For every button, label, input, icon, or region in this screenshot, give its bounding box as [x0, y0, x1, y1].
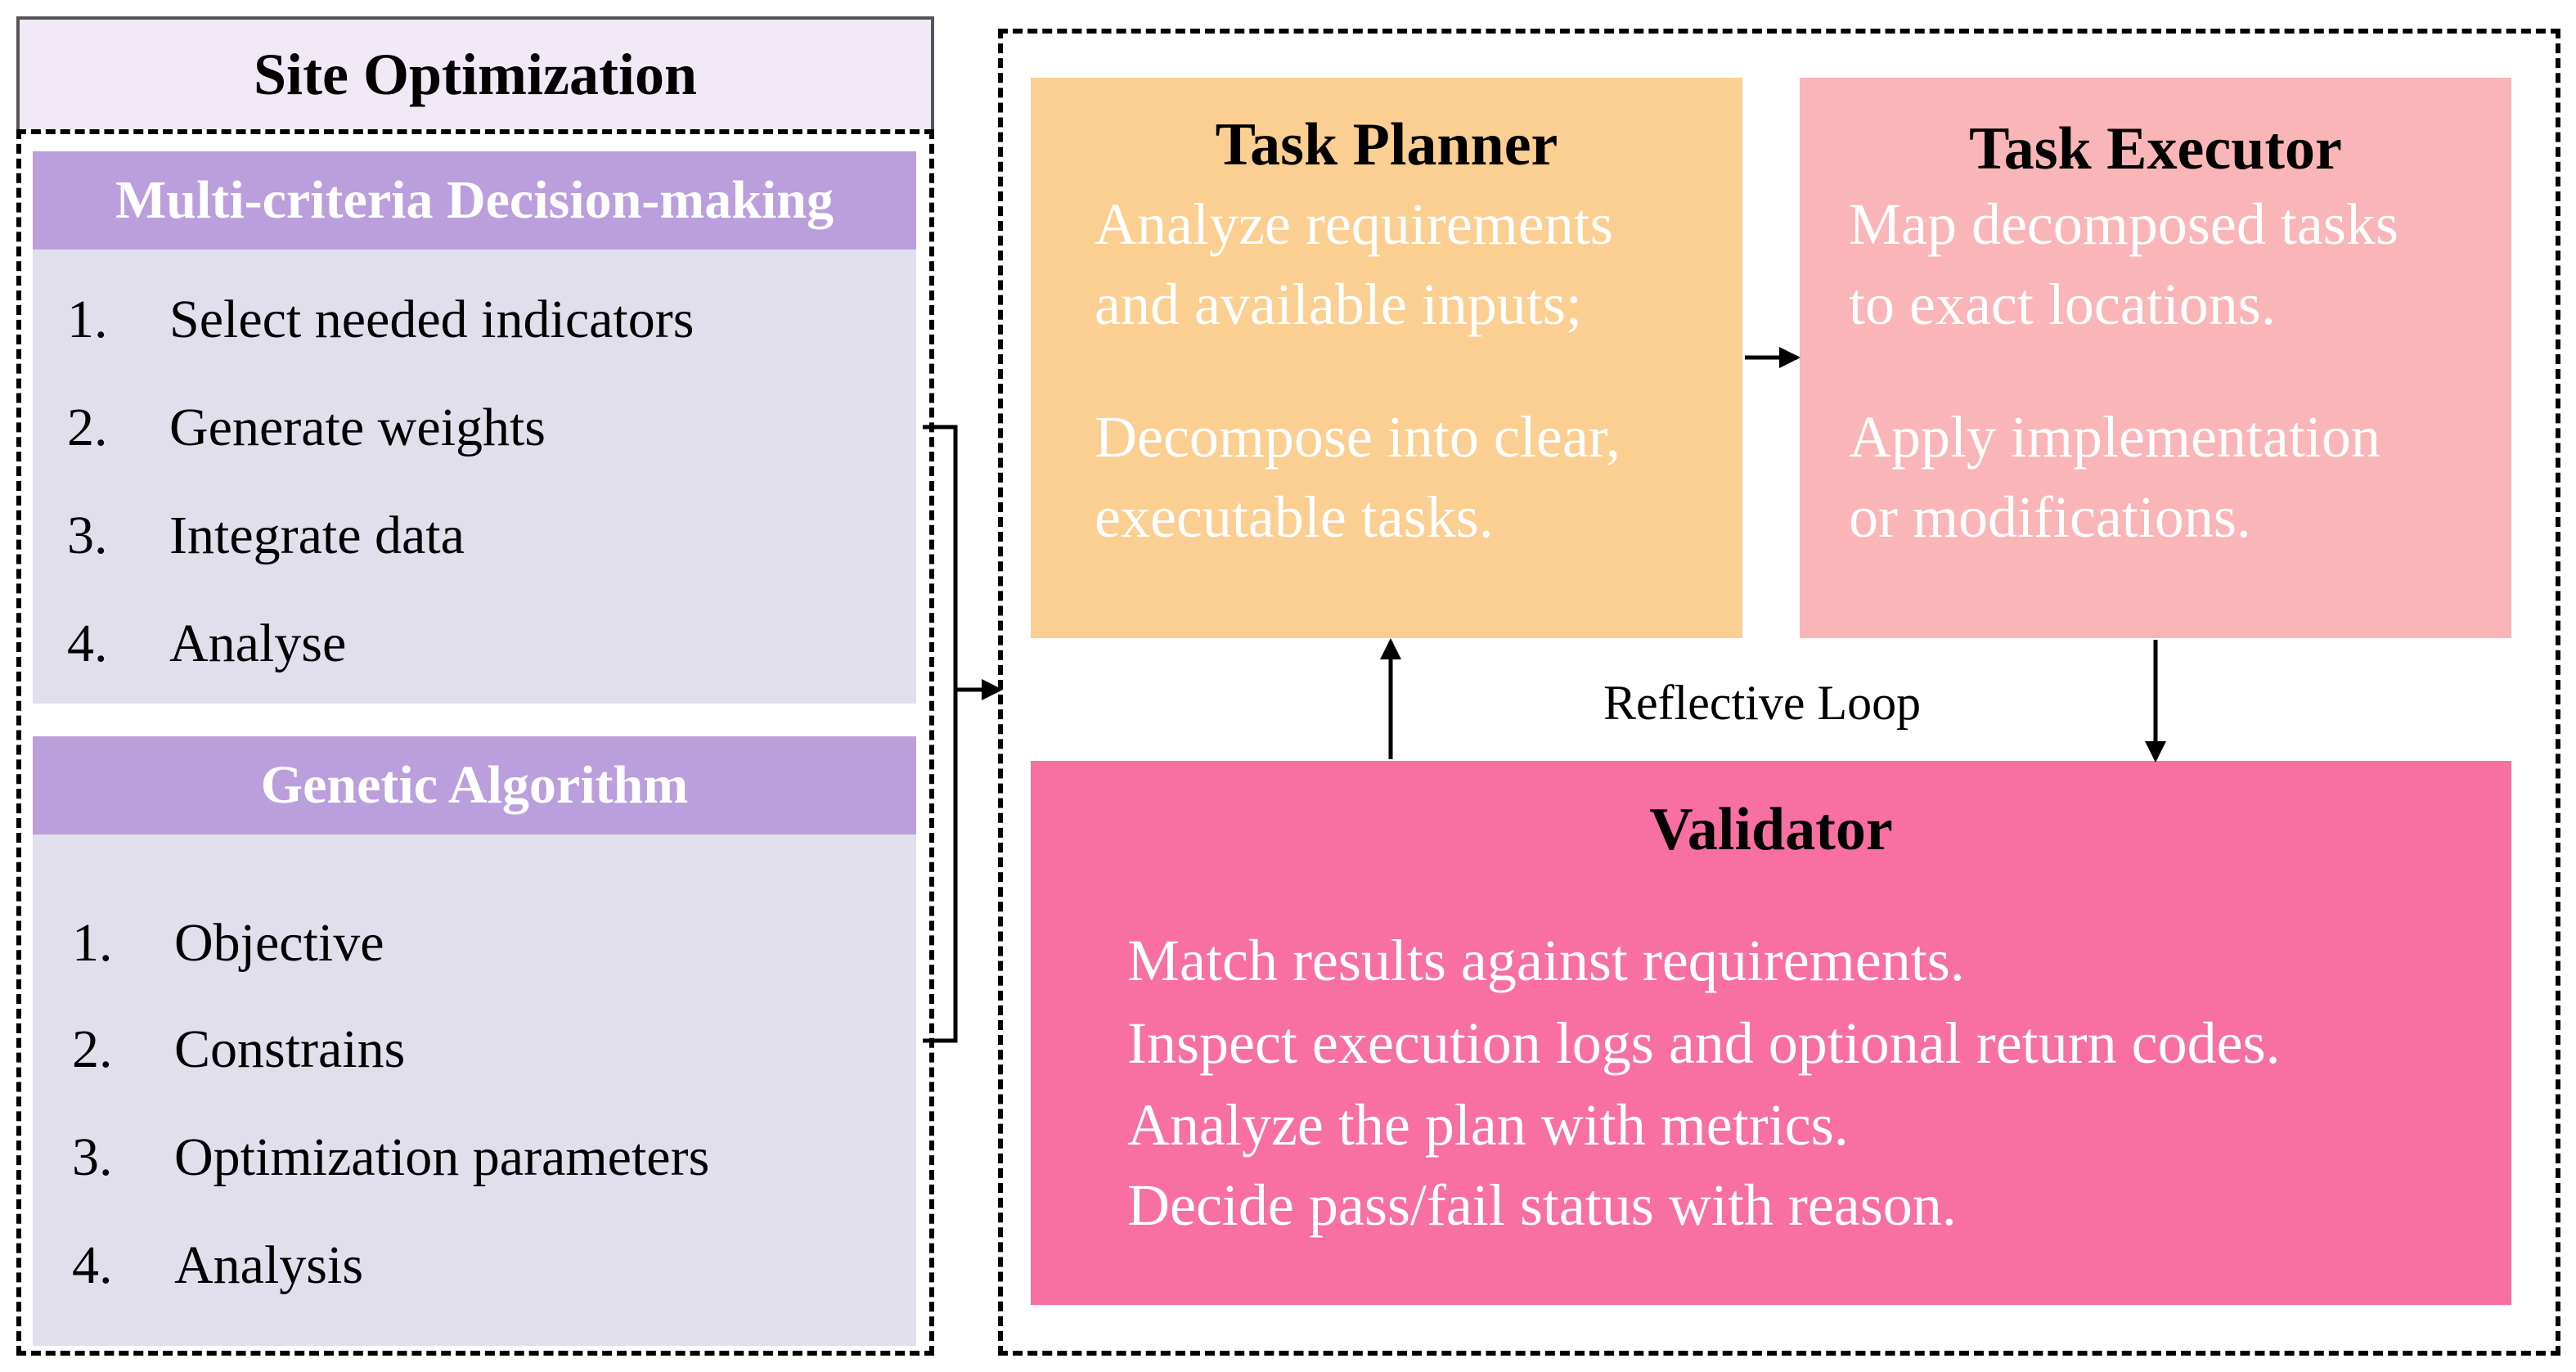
- validator-line: Match results against requirements.: [1127, 928, 1965, 993]
- validator-title: Validator: [1649, 796, 1893, 863]
- item-label: Analysis: [174, 1235, 363, 1295]
- item-number: 2.: [67, 398, 108, 457]
- validator-line: Decide pass/fail status with reason.: [1127, 1172, 1957, 1238]
- item-number: 1.: [67, 290, 108, 349]
- bracket-connector: [923, 425, 958, 1043]
- task-executor-line: or modifications.: [1849, 484, 2251, 550]
- item-number: 4.: [72, 1235, 113, 1295]
- validator-line: Analyze the plan with metrics.: [1127, 1092, 1849, 1158]
- mcdm-list: 1. Select needed indicators 2. Generate …: [33, 250, 916, 704]
- item-label: Select needed indicators: [169, 290, 695, 349]
- site-optimization-title: Site Optimization: [16, 16, 934, 129]
- ga-heading: Genetic Algorithm: [33, 736, 916, 834]
- task-executor-line: Apply implementation: [1849, 404, 2380, 470]
- item-number: 1.: [72, 913, 113, 973]
- task-executor-line: to exact locations.: [1849, 272, 2276, 337]
- item-number: 3.: [72, 1127, 113, 1187]
- item-number: 4.: [67, 614, 108, 673]
- site-optimization-panel: [16, 129, 934, 1356]
- reflective-loop-label: Reflective Loop: [1603, 676, 1922, 730]
- item-number: 2.: [72, 1019, 113, 1079]
- item-label: Integrate data: [169, 506, 465, 565]
- task-planner-line: and available inputs;: [1095, 272, 1582, 337]
- item-label: Analyse: [169, 614, 347, 673]
- task-planner-box: Task Planner Analyze requirements and av…: [1031, 78, 1742, 638]
- item-label: Optimization parameters: [174, 1127, 710, 1187]
- mcdm-heading: Multi-criteria Decision-making: [33, 151, 916, 250]
- task-executor-box: Task Executor Map decomposed tasks to ex…: [1800, 78, 2511, 638]
- task-planner-line: executable tasks.: [1095, 484, 1494, 550]
- task-executor-title: Task Executor: [1969, 115, 2342, 182]
- item-label: Objective: [174, 913, 384, 973]
- task-planner-line: Decompose into clear,: [1095, 404, 1621, 470]
- validator-line: Inspect execution logs and optional retu…: [1127, 1010, 2281, 1076]
- ga-list: 1. Objective 2. Constrains 3. Optimizati…: [33, 834, 916, 1346]
- item-label: Generate weights: [169, 398, 546, 457]
- item-label: Constrains: [174, 1019, 406, 1079]
- task-planner-line: Analyze requirements: [1095, 191, 1613, 257]
- task-planner-title: Task Planner: [1215, 111, 1558, 178]
- task-executor-line: Map decomposed tasks: [1849, 191, 2398, 257]
- validator-box: Validator Match results against requirem…: [1031, 761, 2511, 1305]
- item-number: 3.: [67, 506, 108, 565]
